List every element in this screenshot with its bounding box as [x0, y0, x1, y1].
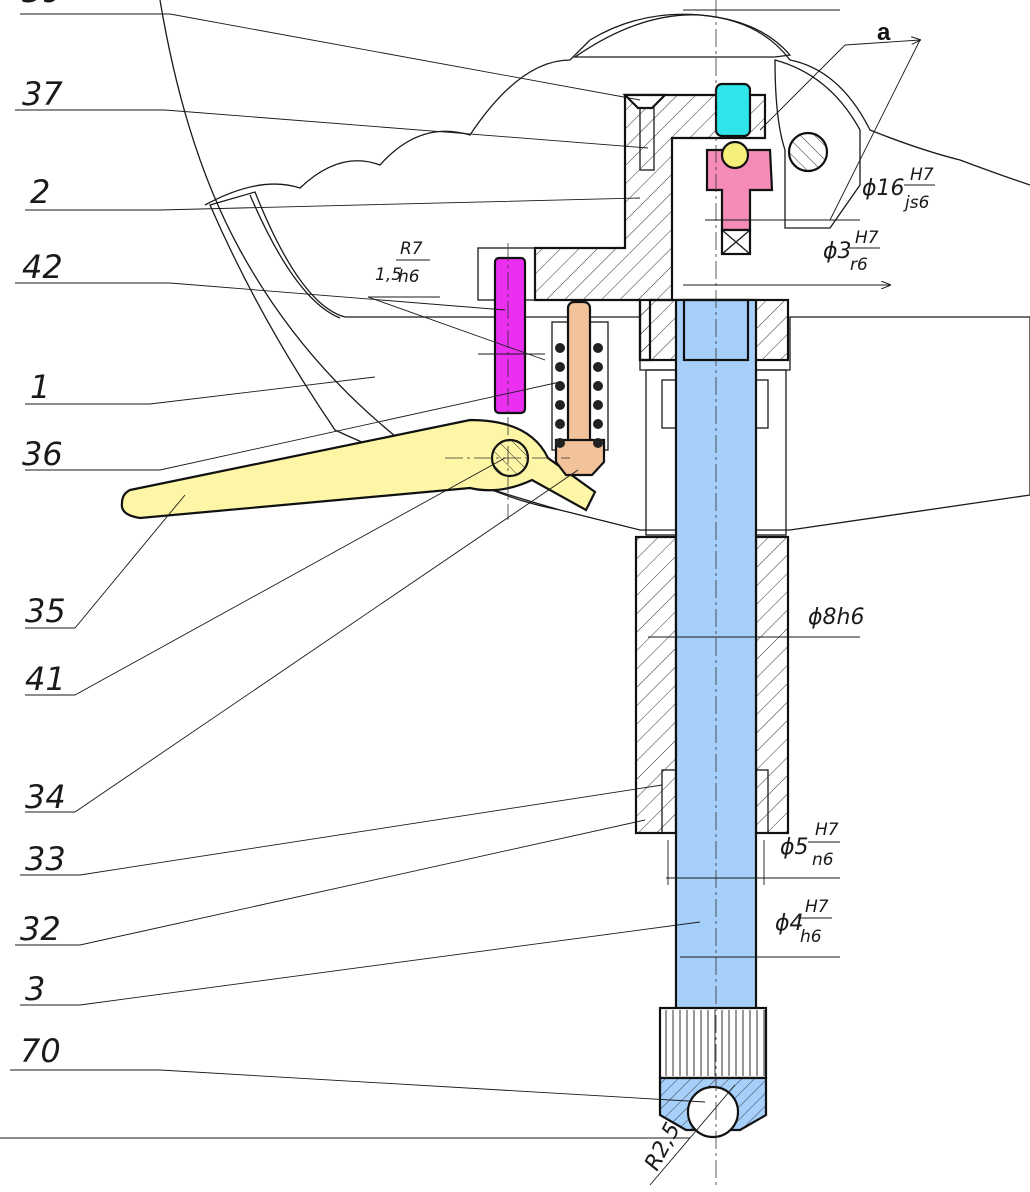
label-3: 3: [25, 970, 45, 1008]
fit-15-num: R7: [400, 239, 423, 259]
fit-4-num: H7: [805, 897, 829, 917]
label-33: 33: [25, 840, 66, 878]
sleeve-part-32: [634, 369, 790, 835]
fit-16-den: js6: [903, 193, 930, 213]
label-2: 2: [30, 173, 50, 211]
fit-5-den: n6: [812, 850, 834, 870]
label-1: 1: [30, 368, 50, 406]
handle-part-35: [120, 418, 597, 520]
label-42: 42: [22, 248, 63, 286]
fit-8: ϕ8h6: [808, 605, 864, 630]
ball-end: [686, 1085, 740, 1139]
label-32: 32: [20, 910, 61, 948]
label-39: 39: [22, 0, 63, 10]
fit-5-num: H7: [815, 820, 839, 840]
break-line-top: [204, 13, 1030, 206]
top-mechanism: [622, 82, 774, 256]
fit-16-num: H7: [910, 165, 934, 185]
fit-15-den: h6: [398, 267, 420, 287]
leaders: [0, 13, 736, 1186]
pin-16-section: [787, 131, 829, 173]
plunger-assembly: [551, 300, 609, 477]
dimension-lines: [367, 9, 920, 958]
label-70: 70: [20, 1032, 61, 1070]
fit-16-base: ϕ16: [862, 176, 905, 201]
knurled-head-70: [658, 1006, 768, 1139]
label-37: 37: [22, 75, 63, 113]
dimension-a: a: [877, 19, 891, 46]
fit-3-den: r6: [850, 255, 868, 275]
fit-4-base: ϕ4: [775, 911, 804, 936]
fit-5-base: ϕ5: [780, 835, 809, 860]
fit-3-num: H7: [855, 228, 879, 248]
top-cap-hatch: [572, 14, 792, 58]
fit-15-base: 1,5: [375, 265, 402, 285]
radius-label: R2,5: [640, 1119, 686, 1175]
label-36: 36: [22, 435, 63, 473]
label-35: 35: [25, 592, 66, 630]
label-41: 41: [25, 660, 66, 698]
fit-4-den: h6: [800, 927, 822, 947]
right-casting: [774, 59, 861, 229]
label-34: 34: [25, 778, 66, 816]
fit-annotations: ϕ16 H7 js6 ϕ3 H7 r6 1,5 R7 h6 ϕ8h6 ϕ5 H7…: [375, 19, 935, 1175]
fit-3-base: ϕ3: [823, 239, 852, 264]
pin-part-42: [493, 256, 527, 415]
